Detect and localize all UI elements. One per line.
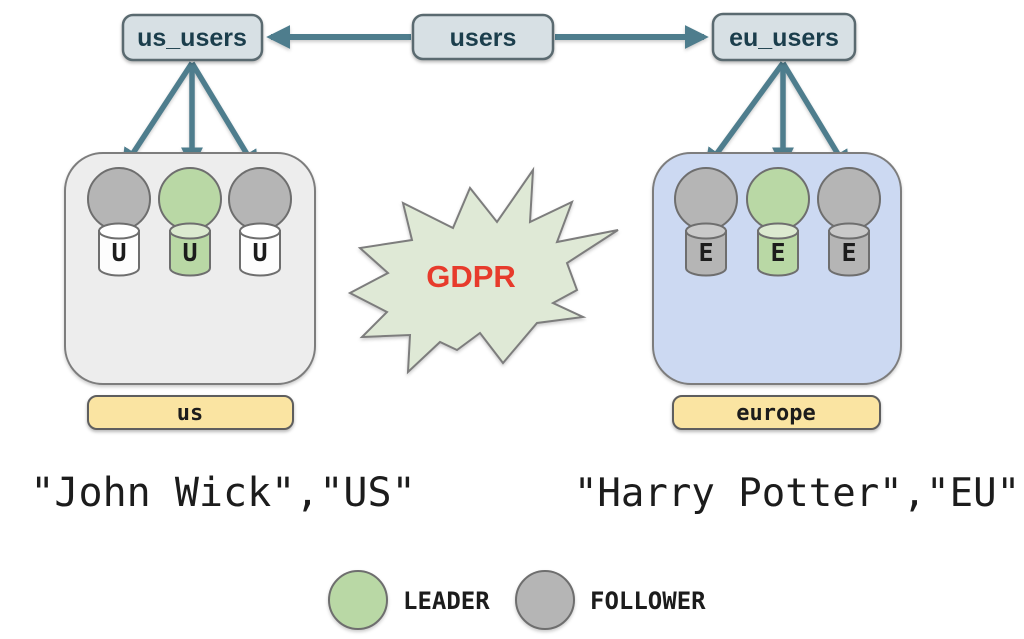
node-letter: U <box>111 238 126 267</box>
region-pill-eu: europe <box>672 395 881 430</box>
db-cylinder-top <box>169 222 211 240</box>
node-letter: E <box>770 238 785 267</box>
follower-circle <box>817 167 881 231</box>
follower-circle <box>228 167 292 231</box>
record-text-eu: "Harry Potter","EU" <box>574 471 1020 516</box>
legend: LEADER FOLLOWER <box>328 570 706 630</box>
legend-leader-swatch <box>328 570 388 630</box>
region-pill-us: us <box>87 395 294 430</box>
legend-leader-label: LEADER <box>403 587 490 615</box>
node-eu-leader: E <box>746 167 810 277</box>
db-cylinder <box>169 230 211 277</box>
db-cylinder-top <box>757 222 799 240</box>
node-letter: E <box>841 238 856 267</box>
db-cylinder <box>685 230 727 277</box>
table-box-users-shape <box>411 13 555 61</box>
region-pill-us-label: us <box>177 401 204 426</box>
node-letter: U <box>252 238 267 267</box>
db-cylinder <box>239 230 281 277</box>
node-eu-follower-1: E <box>674 167 738 277</box>
node-us-leader: U <box>158 167 222 277</box>
gdpr-label: GDPR <box>426 259 516 294</box>
db-cylinder <box>828 230 870 277</box>
follower-circle <box>87 167 151 231</box>
gdpr-starburst-shape <box>347 166 619 375</box>
gdpr-starburst: GDPR <box>347 166 619 375</box>
legend-follower-swatch <box>515 570 575 630</box>
fanout-arrow-us-1 <box>121 61 195 171</box>
table-box-us-users-shape <box>121 13 264 62</box>
table-box-users: users <box>411 13 555 61</box>
db-cylinder <box>98 230 140 277</box>
fanout-arrows-us <box>121 61 259 173</box>
leader-circle <box>746 167 810 231</box>
db-cylinder-top <box>98 222 140 240</box>
table-box-eu-users: eu_users <box>711 12 857 62</box>
node-us-follower-1: U <box>87 167 151 277</box>
table-box-users-label: users <box>450 24 517 52</box>
fanout-arrows-eu <box>704 61 850 173</box>
region-pill-eu-shape <box>672 395 881 430</box>
table-box-eu-users-shape <box>711 12 857 62</box>
table-box-eu-users-label: eu_users <box>729 24 839 52</box>
region-pill-eu-label: europe <box>736 401 815 426</box>
db-cylinder-top <box>685 222 727 240</box>
follower-circle <box>674 167 738 231</box>
db-cylinder-top <box>828 222 870 240</box>
legend-follower-label: FOLLOWER <box>590 587 706 615</box>
region-pill-us-shape <box>87 395 294 430</box>
node-eu-follower-2: E <box>817 167 881 277</box>
node-us-follower-2: U <box>228 167 292 277</box>
fanout-arrow-eu-1 <box>704 61 786 171</box>
fanout-arrow-eu-3 <box>780 61 850 173</box>
table-box-us-users: us_users <box>121 13 264 62</box>
db-cylinder <box>757 230 799 277</box>
leader-circle <box>158 167 222 231</box>
node-letter: U <box>182 238 197 267</box>
record-text-us: "John Wick","US" <box>30 470 415 516</box>
fanout-arrow-us-3 <box>189 61 259 173</box>
node-letter: E <box>698 238 713 267</box>
db-cylinder-top <box>239 222 281 240</box>
table-box-us-users-label: us_users <box>137 24 247 52</box>
